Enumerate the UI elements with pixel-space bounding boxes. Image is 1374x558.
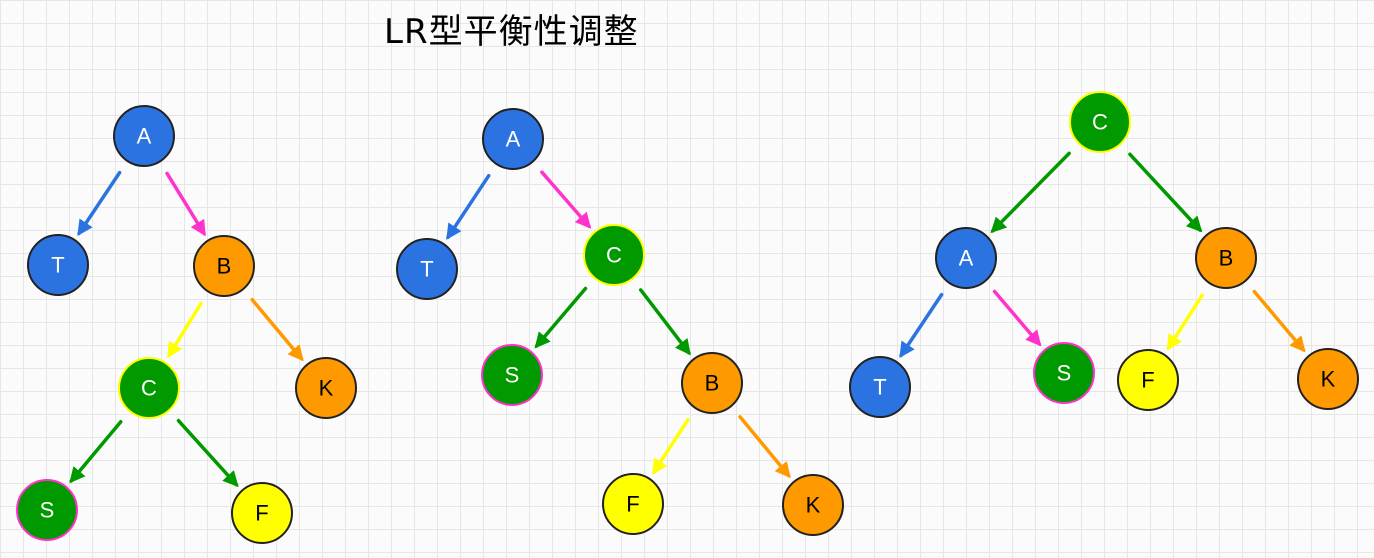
tree1-edge-c-to-f: [176, 418, 239, 488]
tree2-node-k-circle: [782, 474, 844, 536]
tree3-node-k-label: K: [1321, 367, 1336, 392]
tree2-group: A T C S B F K: [396, 108, 844, 536]
tree2-node-t-circle: [396, 238, 458, 300]
tree3-node-a-circle: [935, 227, 997, 289]
tree1-node-k-circle: [295, 357, 357, 419]
tree2-edge-a-to-c: [540, 170, 592, 229]
tree3-node-c: C: [1069, 91, 1131, 153]
tree3-node-k-circle: [1297, 348, 1359, 410]
tree3-node-b-label: B: [1219, 246, 1234, 271]
tree2-node-a-circle: [482, 108, 544, 170]
tree2-node-f-label: F: [626, 492, 639, 517]
tree2-node-a-label: A: [506, 127, 521, 152]
tree1-node-t-label: T: [51, 253, 64, 278]
tree3-node-b: B: [1195, 227, 1257, 289]
tree3-node-k: K: [1297, 348, 1359, 410]
tree1-node-k-label: K: [319, 376, 334, 401]
tree1-edge-b-to-c: [167, 301, 203, 359]
tree2-edge-a-to-t: [446, 173, 491, 240]
tree1-node-a-circle: [113, 105, 175, 167]
tree1-edge-b-to-k: [250, 298, 304, 362]
tree1-node-s-circle: [16, 479, 78, 541]
tree1-node-c-label: C: [141, 376, 157, 401]
tree3-node-a: A: [935, 227, 997, 289]
tree2-node-k: K: [782, 474, 844, 536]
tree2-edge-b-to-f: [652, 418, 690, 475]
tree1-edge-a-to-t: [77, 170, 122, 237]
tree3-edge-b-to-k: [1252, 289, 1306, 353]
tree1-node-b-circle: [193, 235, 255, 297]
tree1-node-f-label: F: [255, 501, 268, 526]
tree3-node-t: T: [849, 356, 911, 418]
tree2-node-b-circle: [681, 352, 743, 414]
tree3-node-c-circle: [1069, 91, 1131, 153]
tree2-node-s-label: S: [505, 363, 520, 388]
tree3-node-t-label: T: [873, 375, 886, 400]
tree3-edge-c-to-b: [1128, 152, 1203, 233]
tree1-node-b: B: [193, 235, 255, 297]
tree2-node-f-circle: [602, 473, 664, 535]
tree1-group: A T B C K S F: [16, 105, 357, 544]
tree3-node-s: S: [1033, 342, 1095, 404]
tree2-node-a: A: [482, 108, 544, 170]
tree1-node-f-circle: [231, 482, 293, 544]
tree1-node-b-label: B: [217, 254, 232, 279]
tree3-node-s-circle: [1033, 342, 1095, 404]
tree3-node-a-label: A: [959, 246, 974, 271]
tree2-node-t-label: T: [420, 257, 433, 282]
tree3-node-t-circle: [849, 356, 911, 418]
tree1-node-k: K: [295, 357, 357, 419]
tree3-node-s-label: S: [1057, 361, 1072, 386]
tree3-group: C A B T S F K: [849, 91, 1359, 418]
tree2-node-b: B: [681, 352, 743, 414]
tree2-node-c-circle: [583, 224, 645, 286]
tree3-edge-a-to-s: [992, 289, 1042, 347]
tree2-edge-b-to-k: [738, 415, 791, 479]
tree2-edge-c-to-b: [638, 288, 691, 356]
tree3-edge-a-to-t: [899, 292, 944, 359]
tree2-edge-c-to-s: [534, 286, 588, 349]
tree1-node-a: A: [113, 105, 175, 167]
tree1-edge-c-to-s: [69, 420, 123, 484]
tree1-edge-a-to-b: [165, 171, 206, 237]
tree1-node-a-label: A: [137, 124, 152, 149]
tree2-node-c: C: [583, 224, 645, 286]
tree1-node-s: S: [16, 479, 78, 541]
tree3-node-c-label: C: [1092, 110, 1108, 135]
tree2-node-f: F: [602, 473, 664, 535]
tree3-node-b-circle: [1195, 227, 1257, 289]
tree1-node-t: T: [27, 234, 89, 296]
tree3-edge-b-to-f: [1166, 293, 1205, 351]
tree1-node-s-label: S: [40, 498, 55, 523]
tree2-node-k-label: K: [806, 493, 821, 518]
tree3-edge-c-to-a: [990, 151, 1071, 234]
tree3-node-f: F: [1117, 349, 1179, 411]
tree2-node-s-circle: [481, 344, 543, 406]
tree1-node-c-circle: [118, 357, 180, 419]
tree2-node-s: S: [481, 344, 543, 406]
tree1-node-c: C: [118, 357, 180, 419]
tree3-node-f-label: F: [1141, 368, 1154, 393]
tree1-node-t-circle: [27, 234, 89, 296]
tree3-node-f-circle: [1117, 349, 1179, 411]
tree2-node-t: T: [396, 238, 458, 300]
tree2-node-c-label: C: [606, 243, 622, 268]
tree1-node-f: F: [231, 482, 293, 544]
diagram-title: LR型平衡性调整: [384, 12, 639, 52]
tree2-node-b-label: B: [705, 371, 720, 396]
